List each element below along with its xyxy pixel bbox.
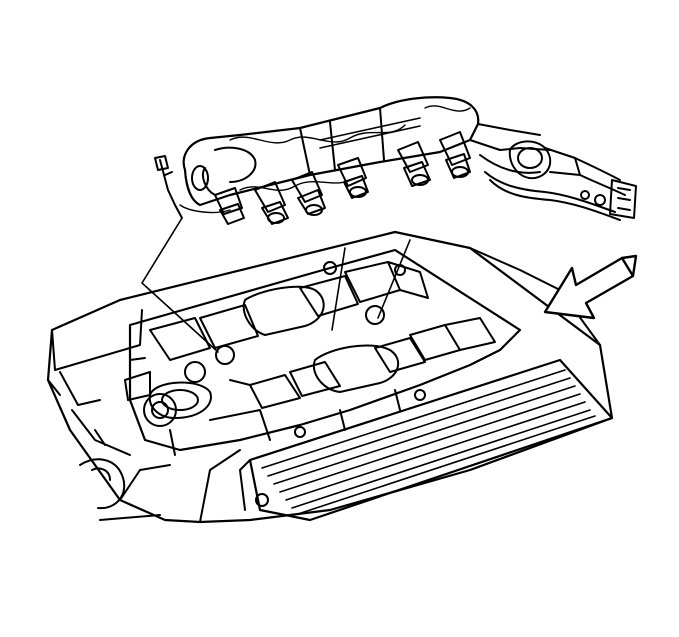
leader-lines	[141, 217, 411, 353]
fuel-injector-2	[291, 171, 326, 216]
valve-cover	[239, 358, 614, 522]
fuel-rail-assembly	[154, 96, 551, 219]
fuel-pressure-regulator	[484, 140, 637, 221]
intake-manifold	[128, 248, 522, 456]
fuel-injector-6	[214, 187, 245, 225]
fuel-injector-4	[397, 141, 431, 187]
view-direction-arrow	[543, 254, 638, 320]
engine-block	[46, 230, 614, 524]
fuel-injector-1	[254, 181, 289, 225]
fuel-injector-5	[439, 131, 471, 179]
fuel-injector-3	[337, 157, 369, 199]
